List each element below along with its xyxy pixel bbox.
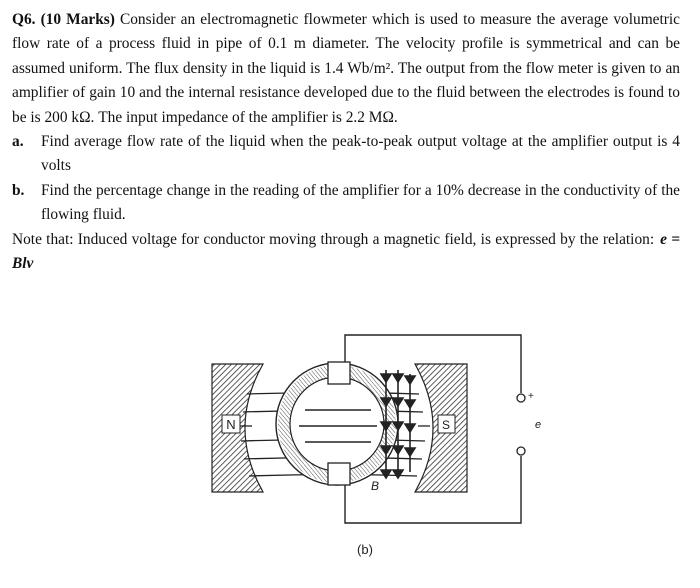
flowmeter-figure: N S [205,328,565,568]
positive-terminal-label: + [528,391,534,402]
part-a-mark: a. [12,133,24,151]
question-block: Q6. (10 Marks) Consider an electromagnet… [12,8,680,276]
south-pole-label: S [442,418,450,432]
output-wires [344,334,522,524]
field-label: B [371,479,379,493]
figure-caption: (b) [357,542,373,557]
bottom-electrode [327,462,351,486]
output-voltage-label: e [535,419,541,431]
question-paragraph: Q6. (10 Marks) Consider an electromagnet… [12,8,680,130]
fluid-flow-lines [299,409,377,443]
part-b: b. Find the percentage change in the rea… [12,179,680,228]
note-paragraph: Note that: Induced voltage for conductor… [12,228,680,277]
formula: e = Blv [12,230,681,273]
north-pole-label: N [226,417,235,432]
part-b-text: Find the percentage change in the readin… [41,181,680,224]
question-label: Q6. (10 Marks) [12,11,115,28]
flowmeter-diagram: N S [211,334,541,557]
part-a-text: Find average flow rate of the liquid whe… [41,133,680,175]
top-electrode [327,361,351,385]
question-intro: Consider an electromagnetic flowmeter wh… [12,11,680,126]
negative-terminal [516,446,526,456]
velocity-arrows [379,370,417,480]
part-a: a. Find average flow rate of the liquid … [12,130,680,179]
note-text: Note that: Induced voltage for conductor… [12,230,655,248]
positive-terminal [516,393,526,403]
part-b-mark: b. [12,181,25,199]
